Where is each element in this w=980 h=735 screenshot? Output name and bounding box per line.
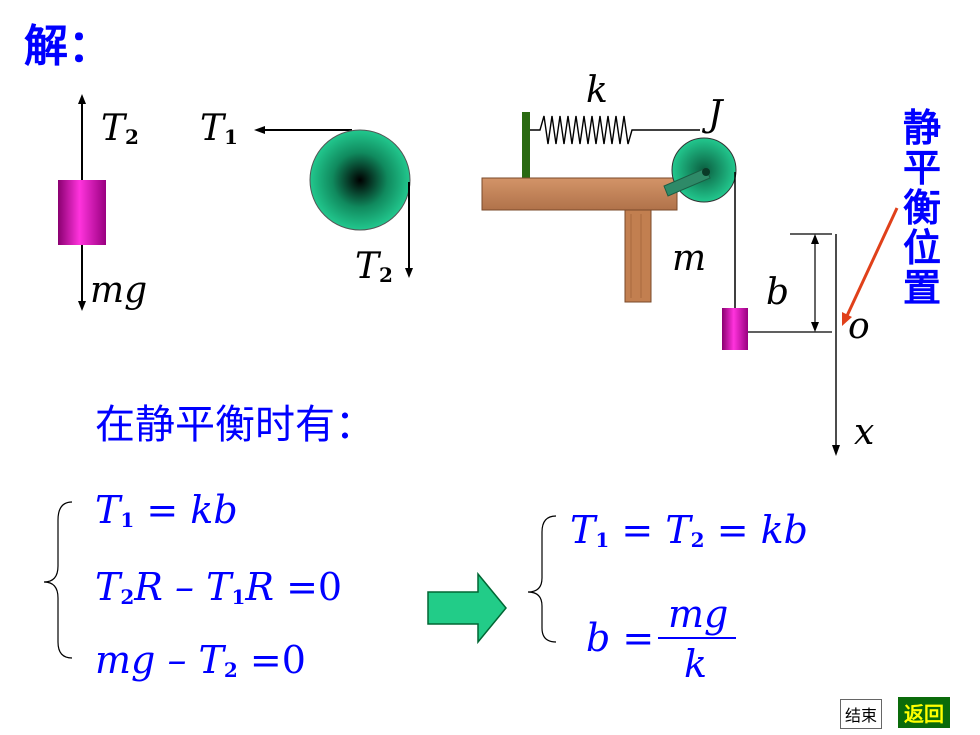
label-J: J xyxy=(708,94,723,135)
equilibrium-pointer xyxy=(844,207,899,319)
left-brace xyxy=(43,501,73,659)
label-m: m xyxy=(672,238,707,279)
equilibrium-heading: 在静平衡时有： xyxy=(95,402,375,448)
right-brace xyxy=(527,515,557,643)
label-x: x xyxy=(854,412,875,453)
apparatus xyxy=(481,112,840,456)
end-button[interactable]: 结束 xyxy=(840,699,883,729)
fraction-numerator: mg xyxy=(668,592,729,636)
result-equation-1: T1 = T2 = kb xyxy=(570,508,808,552)
free-body-block xyxy=(58,94,106,311)
back-button[interactable]: 返回 xyxy=(898,697,950,728)
label-k: k xyxy=(586,70,608,111)
equilibrium-position-label: 静 平 衡 位 置 xyxy=(902,106,941,310)
equation-2: T2R – T1R =0 xyxy=(95,565,343,609)
label-T2-pulley: T2 xyxy=(355,246,393,287)
equation-1: T1 = kb xyxy=(95,488,238,532)
label-T1: T1 xyxy=(200,108,238,149)
label-mg: mg xyxy=(90,270,148,311)
implication-arrow-icon xyxy=(427,571,507,645)
label-b: b xyxy=(766,272,790,313)
equation-3: mg – T2 =0 xyxy=(95,638,306,682)
free-body-pulley xyxy=(254,126,413,278)
page-title: 解： xyxy=(24,21,112,72)
label-o: o xyxy=(848,306,870,347)
fraction-denominator: k xyxy=(684,642,708,686)
label-T2-block: T2 xyxy=(101,108,139,149)
result-equation-2-lhs: b = xyxy=(586,616,655,660)
